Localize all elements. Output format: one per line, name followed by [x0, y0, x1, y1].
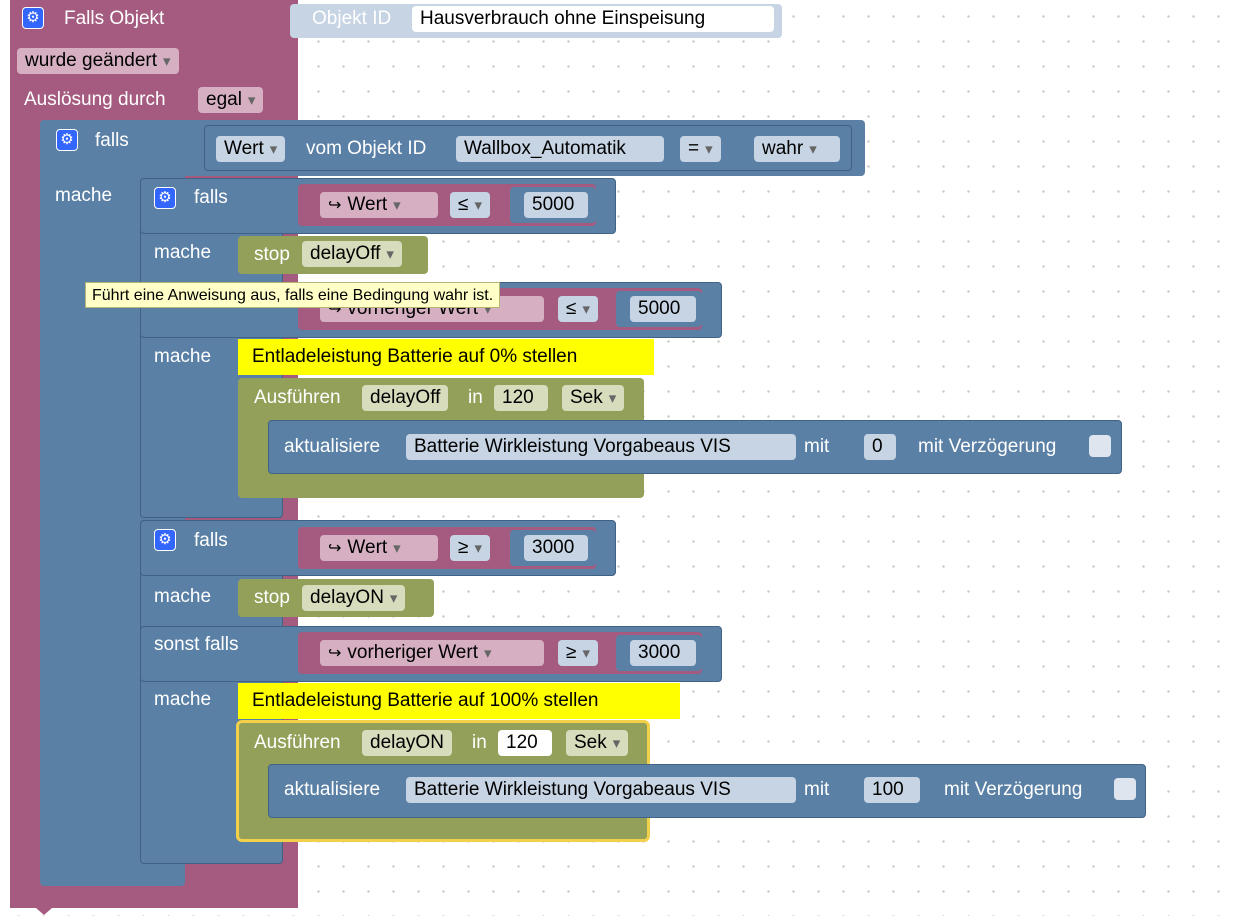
return-arrow-icon: ↪ [328, 197, 342, 214]
if2-update-object-field[interactable]: Batterie Wirkleistung Vorgabeaus VIS [406, 777, 796, 803]
trigger-by-dropdown[interactable]: egal [198, 87, 264, 113]
if1-exec-in-label: in [468, 387, 483, 408]
event-block-footer [10, 888, 298, 908]
objekt-id-label: Objekt ID [312, 8, 392, 29]
objekt-id-field[interactable]: Hausverbrauch ohne Einspeisung [412, 6, 774, 32]
if1-exec-time-field[interactable]: 120 [494, 385, 548, 411]
if2-cond2-value-field[interactable]: 3000 [630, 640, 696, 666]
outer-if-mache-label: mache [55, 185, 113, 206]
gear-icon[interactable]: ⚙ [22, 7, 44, 29]
if2-exec-in-label: in [472, 732, 487, 753]
outer-condition-op-dropdown[interactable]: = [680, 136, 721, 162]
if2-update-with-label: mit [804, 779, 830, 800]
if1-mache2-label: mache [154, 346, 212, 367]
outer-condition-object-field[interactable]: Wallbox_Automatik [456, 136, 664, 162]
if1-update-label: aktualisiere [284, 436, 381, 457]
changed-dropdown[interactable]: wurde geändert [17, 48, 179, 74]
gear-icon[interactable]: ⚙ [56, 129, 78, 151]
if2-stop-timer-dropdown[interactable]: delayON [302, 585, 406, 611]
if2-exec-label: Ausführen [254, 732, 341, 753]
gear-icon[interactable]: ⚙ [154, 529, 176, 551]
gear-icon[interactable]: ⚙ [154, 187, 176, 209]
if2-cond2-var-dropdown[interactable]: ↪vorheriger Wert▾ [320, 640, 544, 666]
if2-mache2-label: mache [154, 689, 212, 710]
if2-stop-label: stop [254, 587, 290, 608]
event-block-header[interactable] [10, 0, 288, 40]
if2-cond1-var-dropdown[interactable]: ↪Wert▾ [320, 535, 438, 561]
event-title: Falls Objekt [64, 8, 165, 29]
if2-delay-checkbox[interactable] [1114, 778, 1136, 800]
if2-update-label: aktualisiere [284, 779, 381, 800]
trigger-by-label: Auslösung durch [24, 89, 166, 110]
if2-update-value-field[interactable]: 100 [864, 777, 920, 803]
if1-update-with-label: mit [804, 436, 830, 457]
if1-update-value-field[interactable]: 0 [864, 434, 896, 460]
if2-exec-unit-dropdown[interactable]: Sek [566, 730, 629, 756]
if1-update-delay-label: mit Verzögerung [918, 436, 1057, 457]
if1-comment-block[interactable]: Entladeleistung Batterie auf 0% stellen [238, 339, 654, 375]
if1-cond1-var-dropdown[interactable]: ↪Wert▾ [320, 192, 438, 218]
next-connector [36, 908, 52, 915]
vom-objekt-id-label: vom Objekt ID [306, 138, 427, 159]
if1-falls-label: falls [194, 187, 228, 208]
if2-exec-timer-field[interactable]: delayON [362, 730, 452, 756]
if1-delay-checkbox[interactable] [1089, 435, 1111, 457]
return-arrow-icon: ↪ [328, 645, 342, 662]
outer-condition-value-dropdown[interactable]: wahr [754, 136, 840, 162]
return-arrow-icon: ↪ [328, 540, 342, 557]
if2-mache-label: mache [154, 586, 212, 607]
if1-cond1-value-field[interactable]: 5000 [524, 192, 588, 218]
if1-exec-timer-field[interactable]: delayOff [362, 385, 449, 411]
if2-exec-time-field[interactable]: 120 [498, 730, 552, 756]
if1-cond2-op-dropdown[interactable]: ≤ [558, 296, 598, 322]
if1-stop-timer-dropdown[interactable]: delayOff [302, 241, 402, 267]
if2-update-delay-label: mit Verzögerung [944, 779, 1083, 800]
if1-exec-unit-dropdown[interactable]: Sek [562, 385, 625, 411]
if1-cond2-value-field[interactable]: 5000 [630, 296, 696, 322]
if2-falls-label: falls [194, 530, 228, 551]
if1-cond1-op-dropdown[interactable]: ≤ [450, 192, 490, 218]
if1-exec-label: Ausführen [254, 387, 341, 408]
tooltip: Führt eine Anweisung aus, falls eine Bed… [85, 282, 501, 308]
if2-cond2-op-dropdown[interactable]: ≥ [558, 640, 598, 666]
if1-mache-label: mache [154, 242, 212, 263]
if2-cond1-value-field[interactable]: 3000 [524, 535, 588, 561]
if2-sonst-falls-label: sonst falls [154, 634, 239, 655]
outer-condition-wert-dropdown[interactable]: Wert [216, 136, 286, 162]
if1-update-object-field[interactable]: Batterie Wirkleistung Vorgabeaus VIS [406, 434, 796, 460]
outer-if-falls-label: falls [95, 130, 129, 151]
if2-cond1-op-dropdown[interactable]: ≥ [450, 535, 490, 561]
if2-comment-block[interactable]: Entladeleistung Batterie auf 100% stelle… [238, 683, 680, 719]
if1-stop-label: stop [254, 244, 290, 265]
